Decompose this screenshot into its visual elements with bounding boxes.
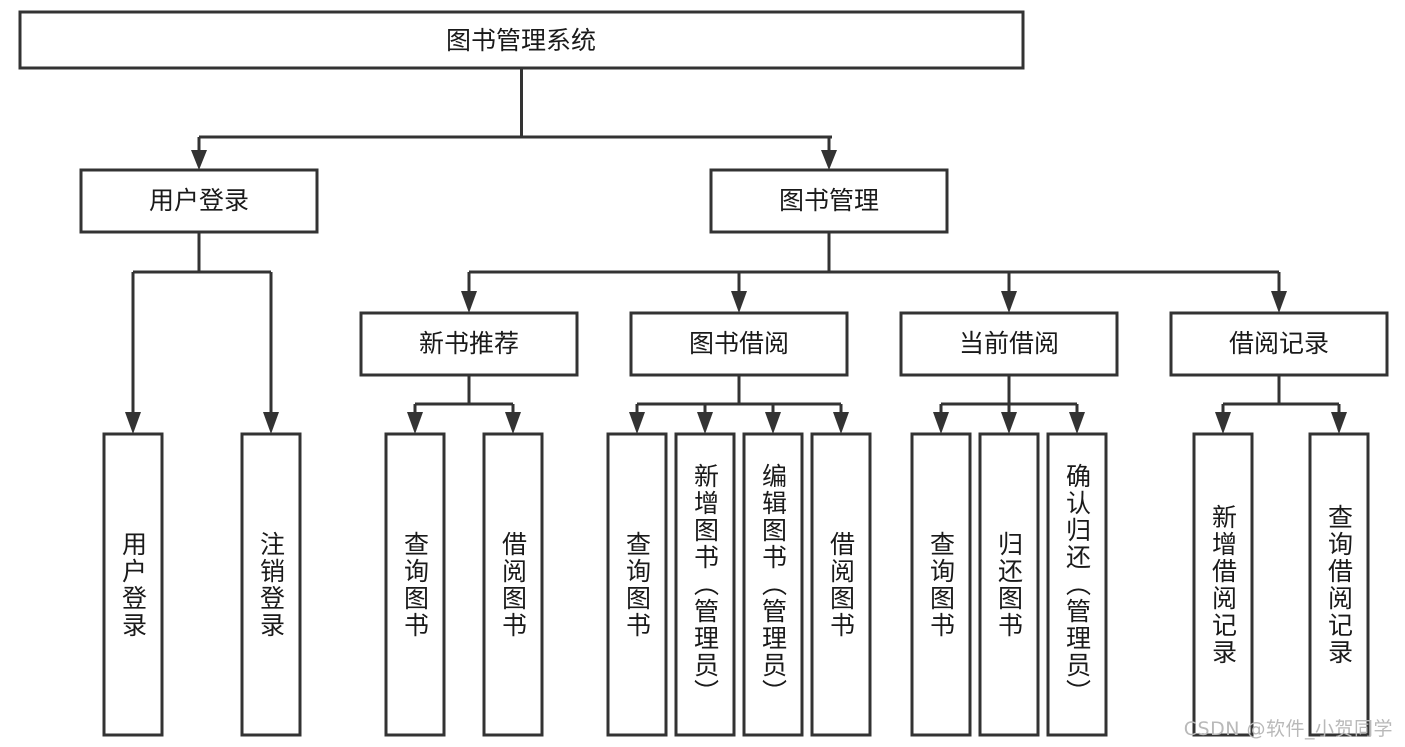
node-root-label: 图书管理系统 xyxy=(446,26,596,55)
connector-newbook-to-leaves xyxy=(407,375,521,434)
node-borrow-record-label: 借阅记录 xyxy=(1229,329,1329,358)
arrow-head-leaf-user-login xyxy=(125,412,141,434)
node-book-borrow-label: 图书借阅 xyxy=(689,329,789,358)
leaf-box-return-book[interactable] xyxy=(978,432,1040,737)
arrow-head-leaf-query-book-2 xyxy=(629,412,645,434)
node-book-management-label: 图书管理 xyxy=(779,186,879,215)
arrow-head-current-borrow xyxy=(1001,291,1017,313)
node-current-borrow[interactable]: 当前借阅 xyxy=(899,311,1119,377)
node-borrow-record-box[interactable] xyxy=(1169,311,1389,377)
arrow-head-leaf-logout-login xyxy=(263,412,279,434)
connector-bookborrow-to-leaves xyxy=(629,375,849,434)
node-new-book-recommend[interactable]: 新书推荐 xyxy=(359,311,579,377)
arrow-head-leaf-add-book xyxy=(697,412,713,434)
arrow-head-leaf-edit-book xyxy=(765,412,781,434)
arrow-head-leaf-add-borrow-record xyxy=(1215,412,1231,434)
node-root-box[interactable] xyxy=(18,10,1025,70)
arrow-head-leaf-query-book-3 xyxy=(933,412,949,434)
node-book-management[interactable]: 图书管理 xyxy=(709,168,949,234)
csdn-watermark: CSDN @软件_小贺同学 xyxy=(1183,718,1393,740)
arrow-head-book-borrow xyxy=(731,291,747,313)
node-book-borrow-box[interactable] xyxy=(629,311,849,377)
leaf-box-borrow-book-1[interactable] xyxy=(482,432,544,737)
node-current-borrow-box[interactable] xyxy=(899,311,1119,377)
arrow-head-leaf-borrow-book-1 xyxy=(505,412,521,434)
leaf-box-logout-login[interactable] xyxy=(240,432,302,737)
arrow-head-new-book-recommend xyxy=(461,291,477,313)
connector-root-to-level2 xyxy=(191,68,837,170)
connector-borrowrecord-to-leaves xyxy=(1215,375,1347,434)
leaf-box-query-book-1[interactable] xyxy=(384,432,446,737)
arrow-head-borrow-record xyxy=(1271,291,1287,313)
node-current-borrow-label: 当前借阅 xyxy=(959,329,1059,358)
connector-userlogin-to-leaves xyxy=(125,232,279,434)
node-new-book-recommend-label: 新书推荐 xyxy=(419,329,519,358)
node-user-login-label: 用户登录 xyxy=(149,186,249,215)
arrow-head-leaf-query-borrow-record xyxy=(1331,412,1347,434)
leaf-box-confirm-return[interactable] xyxy=(1046,432,1108,737)
arrow-head-book-management xyxy=(821,150,837,170)
leaf-box-edit-book[interactable] xyxy=(742,432,804,737)
leaf-box-query-book-3[interactable] xyxy=(910,432,972,737)
connector-currentborrow-to-leaves xyxy=(933,375,1085,434)
leaf-box-add-book[interactable] xyxy=(674,432,736,737)
leaf-box-user-login[interactable] xyxy=(102,432,164,737)
arrow-head-leaf-query-book-1 xyxy=(407,412,423,434)
leaf-box-add-borrow-record[interactable] xyxy=(1192,432,1254,737)
arrow-head-leaf-return-book xyxy=(1001,412,1017,434)
arrow-head-leaf-borrow-book-2 xyxy=(833,412,849,434)
node-book-management-box[interactable] xyxy=(709,168,949,234)
node-book-borrow[interactable]: 图书借阅 xyxy=(629,311,849,377)
node-borrow-record[interactable]: 借阅记录 xyxy=(1169,311,1389,377)
leaf-box-query-book-2[interactable] xyxy=(606,432,668,737)
node-user-login[interactable]: 用户登录 xyxy=(79,168,319,234)
leaf-box-query-borrow-record[interactable] xyxy=(1308,432,1370,737)
node-root[interactable]: 图书管理系统 xyxy=(18,10,1025,70)
leaf-box-borrow-book-2[interactable] xyxy=(810,432,872,737)
arrow-head-user-login xyxy=(191,150,207,170)
node-user-login-box[interactable] xyxy=(79,168,319,234)
node-new-book-recommend-box[interactable] xyxy=(359,311,579,377)
connector-bookmanagement-to-level3 xyxy=(461,232,1287,313)
arrow-head-leaf-confirm-return xyxy=(1069,412,1085,434)
